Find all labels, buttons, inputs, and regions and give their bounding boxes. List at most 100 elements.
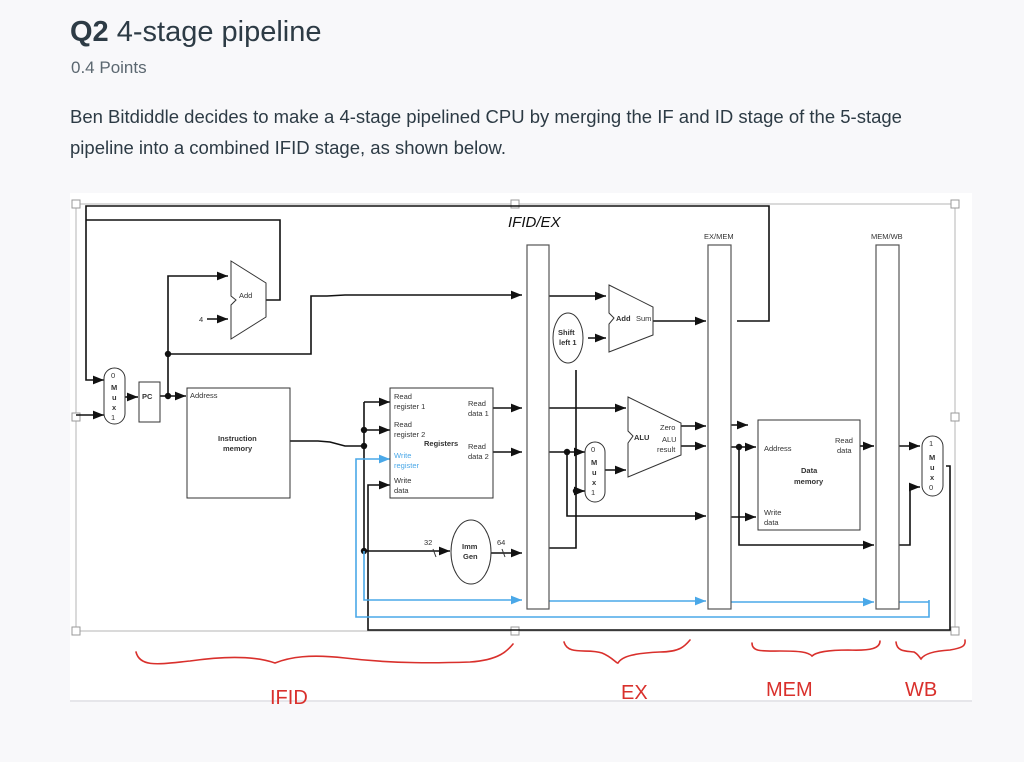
- resize-handle-bl[interactable]: [71, 626, 81, 636]
- alu-mux: 0 M u x 1: [584, 441, 606, 503]
- label-wb: WB: [905, 679, 937, 701]
- brace-wb: [895, 639, 966, 661]
- svg-text:Read: Read: [468, 442, 486, 451]
- wire-pc-ifidex: [168, 290, 522, 355]
- svg-text:M: M: [929, 453, 935, 462]
- svg-text:PC: PC: [142, 392, 153, 401]
- svg-text:x: x: [112, 403, 117, 412]
- svg-text:0: 0: [591, 445, 595, 454]
- svg-text:Address: Address: [764, 444, 792, 453]
- svg-text:result: result: [657, 445, 676, 454]
- svg-text:u: u: [112, 393, 117, 402]
- svg-text:EX/MEM: EX/MEM: [704, 232, 734, 241]
- svg-text:64: 64: [497, 538, 505, 547]
- resize-handle-br[interactable]: [950, 626, 960, 636]
- svg-text:Data: Data: [801, 466, 818, 475]
- stage-braces: [135, 639, 966, 665]
- question-body: Ben Bitdiddle decides to make a 4-stage …: [70, 106, 902, 158]
- svg-text:ALU: ALU: [662, 435, 677, 444]
- question-points: 0.4 Points: [71, 58, 147, 77]
- svg-text:Add: Add: [616, 314, 631, 323]
- wire-rd-ifidex: [363, 551, 522, 605]
- svg-text:data: data: [837, 446, 852, 455]
- svg-text:x: x: [592, 478, 597, 487]
- question-number: Q2: [70, 16, 109, 48]
- junctions: [164, 350, 743, 555]
- svg-text:u: u: [592, 468, 597, 477]
- svg-text:data: data: [394, 486, 409, 495]
- wire-addr-bypass: [738, 447, 874, 550]
- svg-text:left 1: left 1: [559, 338, 577, 347]
- svg-text:M: M: [111, 383, 117, 392]
- svg-text:M: M: [591, 458, 597, 467]
- svg-text:register: register: [394, 461, 420, 470]
- mem-wb-register: MEM/WB: [871, 232, 903, 610]
- svg-text:Write: Write: [764, 508, 781, 517]
- svg-text:Add: Add: [239, 291, 252, 300]
- svg-text:1: 1: [111, 413, 115, 422]
- pc-register: PC: [138, 381, 161, 423]
- alu: ALU Zero ALU result: [627, 396, 682, 478]
- svg-text:data 1: data 1: [468, 409, 489, 418]
- label-ifid: IFID: [270, 687, 308, 709]
- svg-text:Read: Read: [394, 420, 412, 429]
- label-ex: EX: [621, 682, 648, 704]
- resize-handle-bm[interactable]: [510, 626, 520, 636]
- svg-text:Shift: Shift: [558, 328, 575, 337]
- svg-text:Write: Write: [394, 451, 411, 460]
- svg-text:Read: Read: [394, 392, 412, 401]
- wire-wb-alu: [899, 482, 920, 546]
- question-title: Q2 4-stage pipeline: [70, 16, 322, 49]
- resize-handle-tl[interactable]: [71, 199, 81, 209]
- ifid-ex-register: IFID/EX: [508, 214, 562, 610]
- svg-text:32: 32: [424, 538, 432, 547]
- branch-adder: Add Sum: [608, 284, 654, 353]
- brace-ex: [563, 639, 691, 664]
- svg-text:1: 1: [929, 439, 933, 448]
- svg-text:Sum: Sum: [636, 314, 651, 323]
- brace-ifid: [135, 643, 514, 665]
- svg-text:Instruction: Instruction: [218, 434, 257, 443]
- wire-pc-plus4: [86, 219, 281, 301]
- svg-text:data 2: data 2: [468, 452, 489, 461]
- ex-mem-register: EX/MEM: [704, 232, 734, 610]
- svg-text:x: x: [930, 473, 935, 482]
- shift-left-1: Shift left 1: [552, 312, 584, 364]
- brace-mem: [751, 640, 881, 658]
- svg-text:Write: Write: [394, 476, 411, 485]
- svg-text:Gen: Gen: [463, 552, 478, 561]
- svg-text:u: u: [930, 463, 935, 472]
- wire-branch-target: [85, 205, 770, 385]
- svg-text:Registers: Registers: [424, 439, 458, 448]
- svg-text:memory: memory: [794, 477, 824, 486]
- wire-imm-shift: [549, 370, 577, 549]
- svg-text:0: 0: [111, 371, 115, 380]
- svg-text:data: data: [764, 518, 779, 527]
- pc-adder: Add 4: [199, 260, 267, 340]
- resize-handle-mr[interactable]: [950, 412, 960, 422]
- svg-text:4: 4: [199, 315, 203, 324]
- svg-text:Address: Address: [190, 391, 218, 400]
- resize-handle-tr[interactable]: [950, 199, 960, 209]
- label-mem: MEM: [766, 679, 813, 701]
- resize-handle-tm[interactable]: [510, 199, 520, 209]
- stage-labels: IFID EX MEM WB: [270, 679, 937, 709]
- svg-text:ALU: ALU: [634, 433, 649, 442]
- imm-gen: Imm Gen 32 64: [424, 519, 506, 585]
- register-file: Read register 1 Read register 2 Write re…: [389, 387, 494, 499]
- wire-write-data: [367, 465, 951, 631]
- svg-text:Imm: Imm: [462, 542, 478, 551]
- wire-instr-out: [290, 440, 364, 447]
- svg-text:Read: Read: [468, 399, 486, 408]
- wire-rd2-exmem: [566, 452, 706, 521]
- data-memory: Address Read data Data memory Write data: [757, 419, 861, 531]
- svg-text:IFID/EX: IFID/EX: [508, 214, 562, 231]
- resize-handle-ml[interactable]: [71, 412, 81, 422]
- svg-text:MEM/WB: MEM/WB: [871, 232, 903, 241]
- wire-write-register: [355, 454, 930, 618]
- question-title-text: 4-stage pipeline: [116, 16, 322, 48]
- svg-text:1: 1: [591, 488, 595, 497]
- svg-text:register 2: register 2: [394, 430, 425, 439]
- pc-mux: 0 M u x 1: [103, 367, 126, 425]
